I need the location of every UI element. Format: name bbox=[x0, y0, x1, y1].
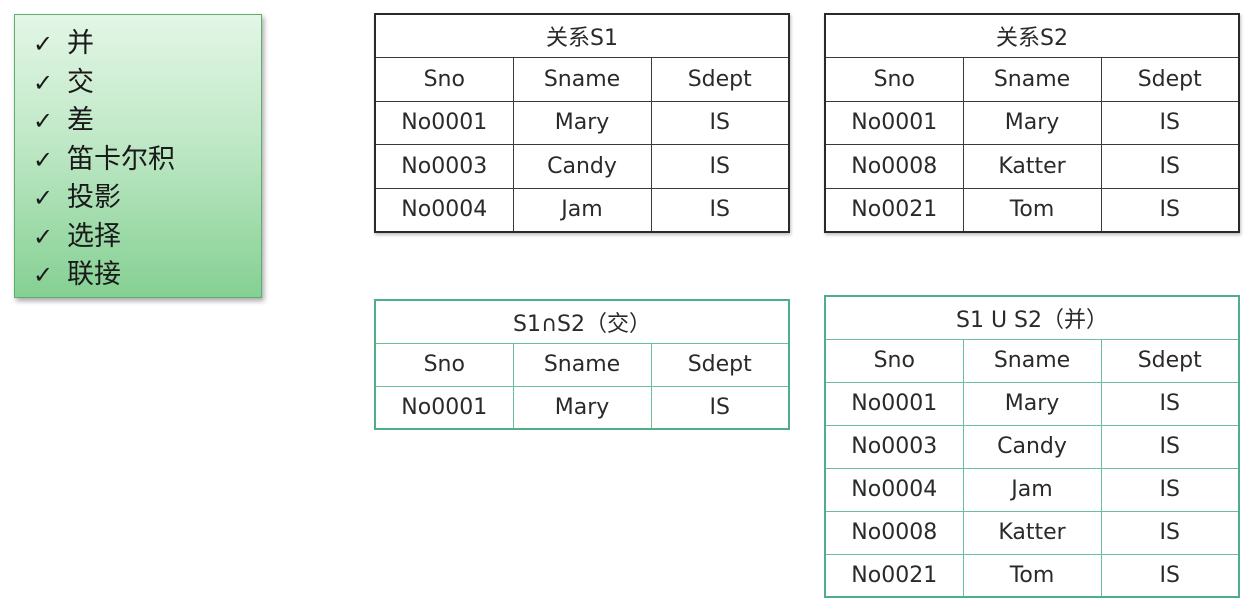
cell-sname: Tom bbox=[962, 553, 1102, 598]
column-header-sname: Sname bbox=[962, 338, 1102, 383]
ops-item-label: 差 bbox=[67, 105, 94, 136]
cell-sno: No0003 bbox=[824, 424, 964, 469]
table-row: No0008 Katter IS bbox=[824, 510, 1240, 555]
operations-list: ✓ 并 ✓ 交 ✓ 差 ✓ 笛卡尔积 ✓ 投影 ✓ 选择 ✓ 联接 bbox=[14, 14, 262, 298]
ops-item-label: 并 bbox=[67, 28, 94, 59]
cell-sno: No0008 bbox=[824, 144, 964, 189]
check-icon: ✓ bbox=[33, 145, 54, 174]
table-row: No0004 Jam IS bbox=[374, 187, 790, 233]
table-title-row: S1∩S2（交） bbox=[374, 299, 790, 344]
table-row: No0003 Candy IS bbox=[824, 424, 1240, 469]
cell-sno: No0001 bbox=[824, 100, 964, 146]
cell-sname: Jam bbox=[512, 187, 652, 233]
check-icon: ✓ bbox=[33, 184, 54, 212]
cell-sname: Mary bbox=[962, 381, 1102, 426]
column-header-sname: Sname bbox=[962, 57, 1102, 102]
relation-s1-table: 关系S1 Sno Sname Sdept No0001 Mary IS No00… bbox=[374, 13, 790, 233]
column-header-sdept: Sdept bbox=[650, 342, 790, 387]
cell-sno: No0004 bbox=[824, 467, 964, 512]
cell-sname: Tom bbox=[962, 187, 1102, 233]
cell-sdept: IS bbox=[1100, 467, 1240, 512]
cell-sdept: IS bbox=[1100, 553, 1240, 598]
column-header-sno: Sno bbox=[824, 338, 964, 383]
intersection-table: S1∩S2（交） Sno Sname Sdept No0001 Mary IS bbox=[374, 299, 790, 430]
cell-sname: Katter bbox=[962, 510, 1102, 555]
ops-item-cartesian-product: ✓ 笛卡尔积 bbox=[33, 141, 261, 180]
table-row: No0001 Mary IS bbox=[374, 100, 790, 146]
cell-sname: Candy bbox=[512, 144, 652, 189]
cell-sno: No0001 bbox=[374, 100, 514, 146]
column-header-sdept: Sdept bbox=[1100, 57, 1240, 102]
table-row: No0008 Katter IS bbox=[824, 144, 1240, 189]
table-title-row: S1 U S2（并） bbox=[824, 295, 1240, 340]
ops-item-projection: ✓ 投影 bbox=[33, 179, 261, 218]
cell-sno: No0021 bbox=[824, 553, 964, 598]
ops-item-join: ✓ 联接 bbox=[33, 256, 261, 295]
ops-item-label: 选择 bbox=[67, 220, 121, 252]
cell-sno: No0003 bbox=[374, 144, 514, 189]
check-icon: ✓ bbox=[33, 30, 54, 58]
check-icon: ✓ bbox=[33, 68, 54, 97]
table-header-row: Sno Sname Sdept bbox=[374, 342, 790, 387]
ops-item-selection: ✓ 选择 bbox=[33, 218, 261, 257]
table-row: No0001 Mary IS bbox=[374, 385, 790, 430]
ops-item-difference: ✓ 差 bbox=[33, 102, 261, 141]
cell-sname: Mary bbox=[962, 100, 1102, 146]
check-icon: ✓ bbox=[33, 107, 54, 135]
cell-sdept: IS bbox=[650, 144, 790, 189]
table-row: No0021 Tom IS bbox=[824, 553, 1240, 598]
table-title: S1 U S2（并） bbox=[824, 295, 1240, 340]
ops-item-label: 笛卡尔积 bbox=[67, 143, 175, 175]
column-header-sname: Sname bbox=[512, 342, 652, 387]
cell-sdept: IS bbox=[650, 187, 790, 233]
table-title: 关系S2 bbox=[824, 13, 1240, 59]
table-title: S1∩S2（交） bbox=[374, 299, 790, 344]
cell-sdept: IS bbox=[1100, 144, 1240, 189]
table-row: No0003 Candy IS bbox=[374, 144, 790, 189]
column-header-sdept: Sdept bbox=[650, 57, 790, 102]
column-header-sno: Sno bbox=[824, 57, 964, 102]
relation-s2-table: 关系S2 Sno Sname Sdept No0001 Mary IS No00… bbox=[824, 13, 1240, 233]
cell-sname: Jam bbox=[962, 467, 1102, 512]
cell-sname: Katter bbox=[962, 144, 1102, 189]
cell-sname: Mary bbox=[512, 385, 652, 430]
cell-sdept: IS bbox=[1100, 100, 1240, 146]
cell-sdept: IS bbox=[1100, 187, 1240, 233]
cell-sdept: IS bbox=[1100, 424, 1240, 469]
table-header-row: Sno Sname Sdept bbox=[824, 338, 1240, 383]
cell-sno: No0004 bbox=[374, 187, 514, 233]
cell-sname: Candy bbox=[962, 424, 1102, 469]
column-header-sno: Sno bbox=[374, 57, 514, 102]
table-row: No0021 Tom IS bbox=[824, 187, 1240, 233]
ops-item-label: 联接 bbox=[67, 259, 121, 290]
cell-sno: No0001 bbox=[824, 381, 964, 426]
cell-sname: Mary bbox=[512, 100, 652, 146]
column-header-sname: Sname bbox=[512, 57, 652, 102]
table-header-row: Sno Sname Sdept bbox=[374, 57, 790, 102]
union-table: S1 U S2（并） Sno Sname Sdept No0001 Mary I… bbox=[824, 295, 1240, 598]
table-title-row: 关系S2 bbox=[824, 13, 1240, 59]
table-header-row: Sno Sname Sdept bbox=[824, 57, 1240, 102]
table-title-row: 关系S1 bbox=[374, 13, 790, 59]
cell-sdept: IS bbox=[1100, 381, 1240, 426]
cell-sno: No0001 bbox=[374, 385, 514, 430]
cell-sdept: IS bbox=[650, 385, 790, 430]
column-header-sdept: Sdept bbox=[1100, 338, 1240, 383]
cell-sdept: IS bbox=[1100, 510, 1240, 555]
cell-sno: No0008 bbox=[824, 510, 964, 555]
table-row: No0004 Jam IS bbox=[824, 467, 1240, 512]
cell-sno: No0021 bbox=[824, 187, 964, 233]
ops-item-label: 投影 bbox=[67, 182, 121, 213]
table-row: No0001 Mary IS bbox=[824, 381, 1240, 426]
table-row: No0001 Mary IS bbox=[824, 100, 1240, 146]
ops-item-intersection: ✓ 交 bbox=[33, 64, 261, 103]
check-icon: ✓ bbox=[33, 261, 54, 289]
check-icon: ✓ bbox=[33, 222, 54, 251]
table-title: 关系S1 bbox=[374, 13, 790, 59]
ops-item-union: ✓ 并 bbox=[33, 25, 261, 64]
cell-sdept: IS bbox=[650, 100, 790, 146]
column-header-sno: Sno bbox=[374, 342, 514, 387]
ops-item-label: 交 bbox=[67, 66, 94, 98]
